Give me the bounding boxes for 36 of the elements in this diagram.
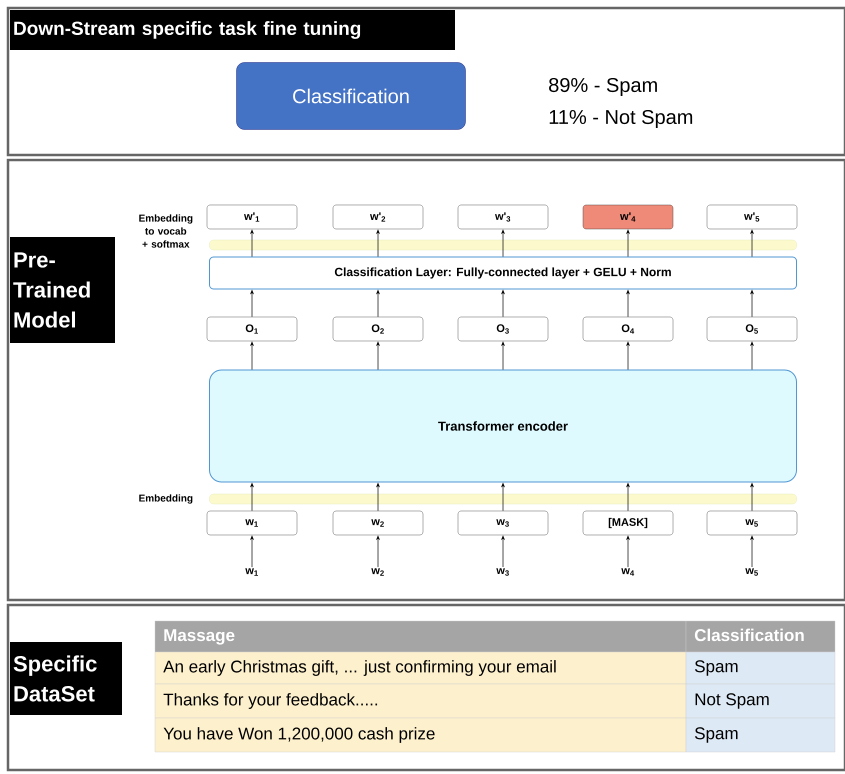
table-cell: Spam	[686, 718, 836, 752]
embedding-band	[209, 240, 797, 250]
token-box: w'$_{5}$	[706, 204, 798, 230]
result-text: 11% - Not Spam	[550, 110, 692, 128]
token-box: O$_{3}$	[458, 316, 548, 342]
token-box: w'$_{1}$	[206, 204, 298, 230]
embedding-band	[209, 494, 797, 504]
layer-box: Classification Layer: Fully-connected layer + GELU + Norm	[209, 256, 797, 290]
result-text: 89% - Spam	[549, 78, 657, 96]
table-cell: Not Spam	[686, 684, 836, 718]
token-box: O$_{2}$	[332, 316, 424, 342]
table-cell: Thanks for your feedback.....	[154, 684, 686, 718]
token-text: w$_{3}$	[496, 568, 509, 576]
table-cell: Classification	[686, 620, 836, 652]
token-text: w$_{2}$	[371, 568, 384, 576]
table-cell: An early Christmas gift, ... just confirming your email	[154, 652, 686, 684]
layer-label: Embedding	[139, 494, 192, 504]
table-cell: Spam	[686, 652, 836, 684]
token-text: w$_{1}$	[245, 568, 258, 576]
token-box: O$_{1}$	[206, 316, 298, 342]
token-box: w'$_{2}$	[332, 204, 424, 230]
token-box: w$_{5}$	[706, 510, 798, 536]
token-text: w$_{5}$	[745, 568, 758, 576]
classification-box: Classification	[236, 62, 466, 130]
token-text: w$_{4}$	[621, 568, 634, 576]
token-box: w'$_{3}$	[458, 204, 548, 230]
token-box: w'$_{4}$	[582, 204, 674, 230]
token-box: O$_{4}$	[582, 316, 674, 342]
layer-label: Embedding to vocab + softmax	[139, 214, 192, 248]
token-box: w$_{3}$	[458, 510, 548, 536]
token-box: [MASK]	[582, 510, 674, 536]
token-box: w$_{1}$	[206, 510, 298, 536]
token-box: O$_{5}$	[706, 316, 798, 342]
token-box: w$_{2}$	[332, 510, 424, 536]
encoder-box: Transformer encoder	[209, 370, 797, 482]
table-cell: You have Won 1,200,000 cash prize	[154, 718, 686, 752]
